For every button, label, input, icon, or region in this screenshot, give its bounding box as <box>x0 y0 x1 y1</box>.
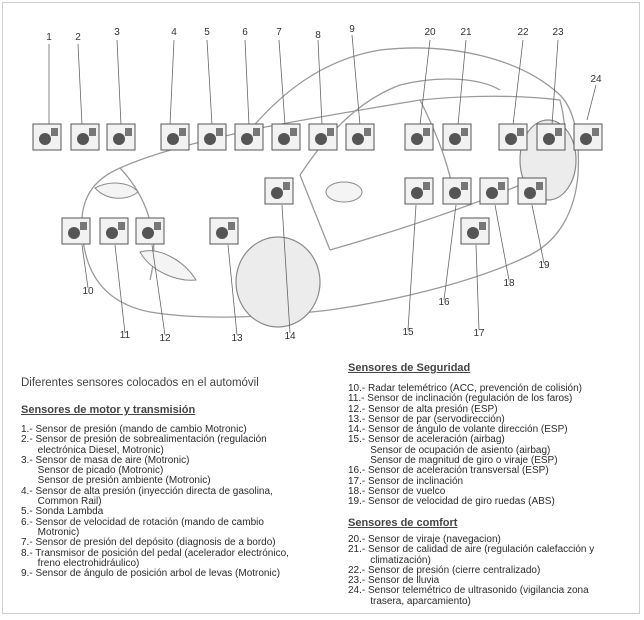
callout-number: 10 <box>82 286 94 297</box>
motor-sensor-item: 2.- Sensor de presión de sobrealimentaci… <box>21 434 267 456</box>
security-sensor-item: 10.- Radar telemétrico (ACC, prevención … <box>348 383 582 394</box>
motor-sensor-item: 5.- Sonda Lambda <box>21 506 104 518</box>
sensor-icon <box>517 177 547 205</box>
callout-number: 1 <box>46 32 52 43</box>
callout-number: 24 <box>590 74 602 85</box>
figure-caption: Diferentes sensores colocados en el auto… <box>21 377 259 389</box>
sensor-icon <box>442 123 472 151</box>
comfort-sensor-item: 20.- Sensor de viraje (navegacion) <box>348 534 501 545</box>
security-sensor-item: 16.- Sensor de aceleración transversal (… <box>348 465 549 477</box>
side-mirror <box>325 181 363 203</box>
callout-number: 21 <box>460 27 472 38</box>
security-sensor-item: 14.- Sensor de ángulo de volante direcci… <box>348 424 568 436</box>
sensor-icon <box>460 217 490 245</box>
callout-number: 6 <box>242 27 248 38</box>
sensor-icon <box>160 123 190 151</box>
motor-sensor-item: 9.- Sensor de ángulo de posición arbol d… <box>21 568 281 580</box>
sensor-icon <box>135 217 165 245</box>
callout-number: 4 <box>171 27 177 38</box>
callout-number: 14 <box>284 331 296 342</box>
sensor-icon <box>271 123 301 151</box>
callout-number: 22 <box>517 27 529 38</box>
security-sensor-item: 19.- Sensor de velocidad de giro ruedas … <box>348 496 555 508</box>
security-sensor-item: 18.- Sensor de vuelco <box>348 485 446 497</box>
callout-number: 7 <box>276 27 282 38</box>
leader-lines <box>48 34 597 336</box>
sensor-icons <box>32 123 603 245</box>
callout-number: 16 <box>438 297 450 308</box>
motor-sensor-item: 1.- Sensor de presión (mando de cambio M… <box>21 424 247 435</box>
callout-number: 20 <box>424 27 436 38</box>
security-sensor-item: 17.- Sensor de inclinación <box>348 475 464 487</box>
sensor-icon <box>498 123 528 151</box>
callout-number: 18 <box>503 278 515 289</box>
callout-number: 23 <box>552 27 564 38</box>
sensor-icon <box>234 123 264 151</box>
motor-sensor-item: 8.- Transmisor de posición del pedal (ac… <box>21 547 289 569</box>
motor-sensor-item: 6.- Sensor de velocidad de rotación (man… <box>21 516 264 538</box>
security-sensor-list: 10.- Radar telemétrico (ACC, prevención … <box>348 383 638 508</box>
sensor-icon <box>573 123 603 151</box>
sensor-icon <box>404 123 434 151</box>
security-heading: Sensores de Seguridad <box>348 362 471 374</box>
motor-sensor-item: 4.- Sensor de alta presión (inyección di… <box>21 485 273 508</box>
sensor-icon <box>70 123 100 151</box>
motor-sensor-item: 7.- Sensor de presión del depósito (diag… <box>21 537 276 549</box>
sensor-icon <box>197 123 227 151</box>
comfort-sensor-item: 23.- Sensor de lluvia <box>348 575 440 587</box>
sensor-icon <box>479 177 509 205</box>
sensor-icon <box>99 217 129 245</box>
callout-number: 12 <box>159 333 171 344</box>
sensor-icon <box>345 123 375 151</box>
security-sensor-item: 12.- Sensor de alta presión (ESP) <box>348 403 498 415</box>
callout-number: 5 <box>204 27 210 38</box>
comfort-sensor-item: 24.- Sensor telemétrico de ultrasonido (… <box>348 585 589 607</box>
callout-number: 11 <box>120 330 131 341</box>
comfort-sensor-list: 20.- Sensor de viraje (navegacion)21.- S… <box>348 534 638 607</box>
comfort-heading: Sensores de comfort <box>348 517 458 529</box>
security-sensor-item: 13.- Sensor de par (servodirección) <box>348 413 505 425</box>
front-wheel <box>235 236 321 328</box>
callout-number: 8 <box>315 30 321 41</box>
sensor-icon <box>32 123 62 151</box>
sensor-icon <box>404 177 434 205</box>
callout-number: 15 <box>402 327 414 338</box>
sensor-icon <box>264 177 294 205</box>
callout-number: 2 <box>75 32 81 43</box>
callout-number: 13 <box>231 333 243 344</box>
figure-frame <box>2 2 640 614</box>
motor-sensor-list: 1.- Sensor de presión (mando de cambio M… <box>21 424 339 580</box>
security-sensor-item: 15.- Sensor de aceleración (airbag) Sens… <box>348 434 558 467</box>
sensor-icon <box>442 177 472 205</box>
callout-number: 9 <box>349 24 355 35</box>
motor-heading: Sensores de motor y transmisión <box>21 404 196 416</box>
callout-number: 3 <box>114 27 120 38</box>
comfort-sensor-item: 21.- Sensor de calidad de aire (regulaci… <box>348 544 595 566</box>
sensor-icon <box>308 123 338 151</box>
sensor-icon <box>536 123 566 151</box>
sensor-icon <box>61 217 91 245</box>
comfort-sensor-item: 22.- Sensor de presión (cierre centraliz… <box>348 564 541 576</box>
callout-number: 17 <box>473 328 485 339</box>
motor-sensor-item: 3.- Sensor de masa de aire (Motronic) Se… <box>21 454 211 487</box>
security-sensor-item: 11.- Sensor de inclinación (regulación d… <box>348 393 573 405</box>
sensor-icon <box>209 217 239 245</box>
sensor-icon <box>106 123 136 151</box>
callout-number: 19 <box>538 260 550 271</box>
